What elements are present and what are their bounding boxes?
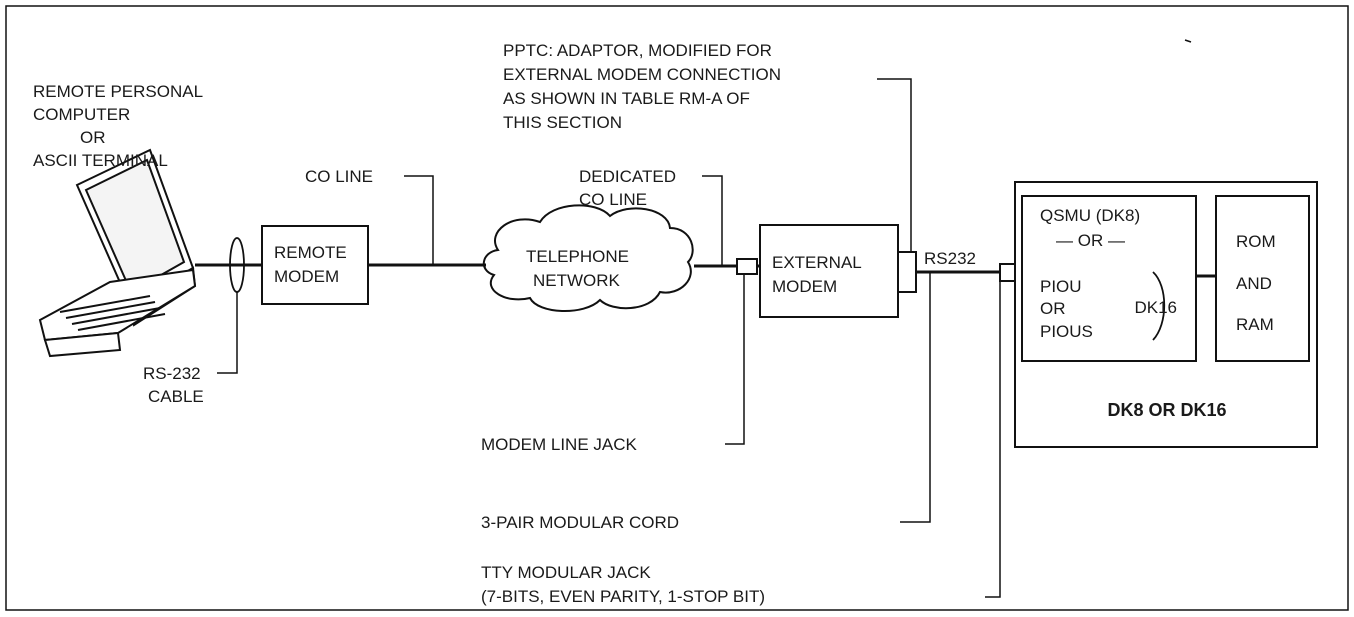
modular-cord-label: 3-PAIR MODULAR CORD	[481, 513, 679, 532]
dk16-label: DK16	[1134, 298, 1177, 317]
rs232-cable-leader	[217, 292, 237, 373]
computer-label-line: REMOTE PERSONAL	[33, 82, 203, 101]
tty-jack-leader	[985, 281, 1000, 597]
remote-modem-label: REMOTE MODEM	[274, 243, 351, 286]
pptc-adaptor	[898, 252, 916, 292]
dedicated-co-line-label: DEDICATED CO LINE	[579, 167, 681, 209]
co-line-leader	[404, 176, 433, 265]
system-label: DK8 OR DK16	[1107, 400, 1226, 420]
pptc-label: PPTC: ADAPTOR, MODIFIED FOR EXTERNAL MOD…	[503, 41, 786, 132]
modem-line-jack-leader	[725, 274, 744, 444]
laptop-icon	[40, 150, 195, 356]
computer-label-line: ASCII TERMINAL	[33, 151, 168, 170]
co-line-label: CO LINE	[305, 167, 373, 186]
or-label: — OR —	[1056, 231, 1125, 250]
dedicated-co-line-leader	[702, 176, 722, 266]
rs232-cable-label: RS-232 CABLE	[143, 364, 205, 406]
computer-label-line: COMPUTER	[33, 105, 130, 124]
external-modem-label: EXTERNAL MODEM	[772, 253, 866, 296]
modem-line-jack	[737, 259, 757, 274]
pptc-leader	[877, 79, 911, 252]
modem-line-jack-label: MODEM LINE JACK	[481, 435, 638, 454]
tty-modular-jack	[1000, 264, 1015, 281]
tty-jack-label: TTY MODULAR JACK (7-BITS, EVEN PARITY, 1…	[481, 563, 765, 606]
telephone-network-label: TELEPHONE NETWORK	[526, 247, 634, 290]
modular-cord-leader	[900, 272, 930, 522]
piou-label: PIOU OR PIOUS	[1040, 277, 1093, 341]
computer-label-line: OR	[80, 128, 106, 147]
computer-label: REMOTE PERSONAL COMPUTER OR ASCII TERMIN…	[33, 82, 207, 170]
rom-ram-label: ROM AND RAM	[1236, 232, 1280, 334]
rs232-label: RS232	[924, 249, 976, 268]
qsmu-label: QSMU (DK8)	[1040, 206, 1140, 225]
remote-modem-box	[262, 226, 368, 304]
